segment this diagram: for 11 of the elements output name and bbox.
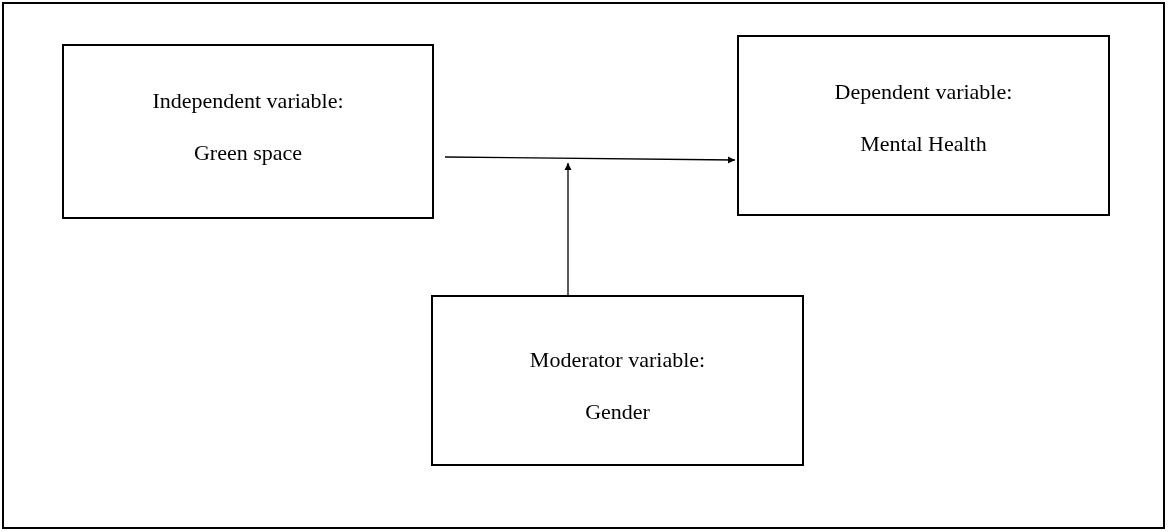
arrow: [444, 156, 736, 164]
arrow: [564, 162, 572, 296]
box-text: Dependent variable:: [834, 79, 1013, 105]
box-text: Independent variable:: [152, 88, 344, 114]
variable-box: [431, 295, 804, 466]
box-text: Mental Health: [860, 131, 987, 157]
variable-box: [62, 44, 434, 219]
box-text: Green space: [193, 140, 303, 166]
box-text: Moderator variable:: [529, 347, 706, 373]
variable-box: [737, 35, 1110, 216]
box-text: Gender: [585, 399, 650, 425]
